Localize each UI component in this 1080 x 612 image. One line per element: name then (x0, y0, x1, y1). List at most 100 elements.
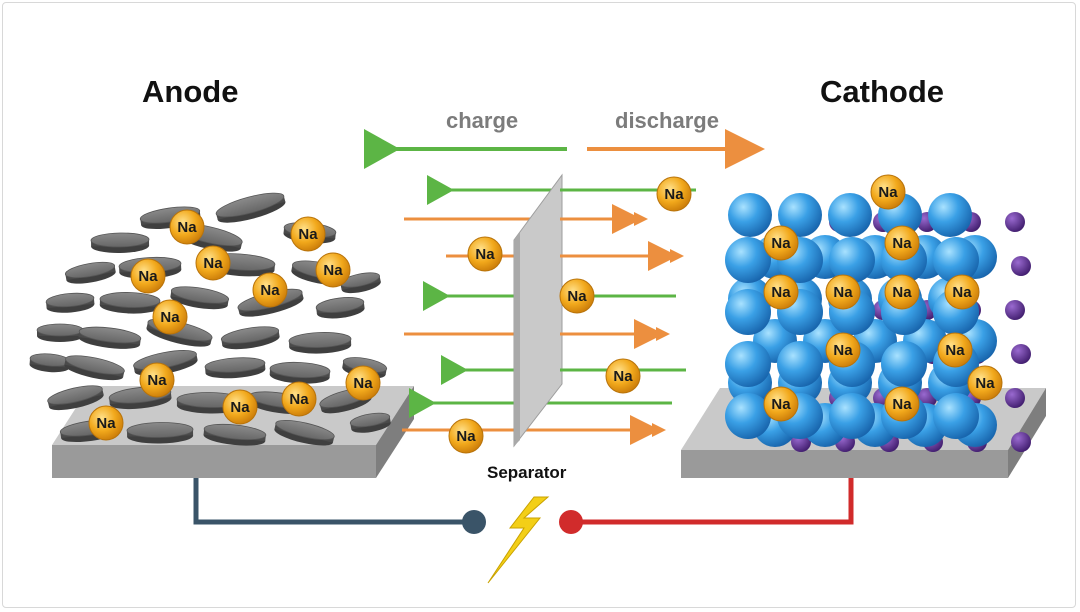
na-ion: Na (559, 278, 595, 314)
na-ion: Na (448, 418, 484, 454)
anode-flake (29, 353, 71, 373)
separator-membrane (513, 173, 563, 448)
na-ion-label: Na (96, 415, 116, 432)
na-ion-label: Na (323, 262, 343, 279)
na-ion: Na (195, 245, 231, 281)
cathode-sphere (933, 393, 979, 439)
cathode-sphere (777, 341, 823, 387)
separator-label: Separator (487, 463, 567, 482)
na-ion-label: Na (664, 186, 684, 203)
arrow-head (656, 327, 670, 341)
na-ion: Na (884, 386, 920, 422)
na-ion: Na (825, 274, 861, 310)
anode-flake (220, 326, 280, 350)
na-ion-label: Na (892, 396, 912, 413)
na-ion-label: Na (952, 284, 972, 301)
na-ion-label: Na (771, 396, 791, 413)
na-ion: Na (222, 389, 258, 425)
na-ion-label: Na (892, 284, 912, 301)
cathode-sphere (881, 341, 927, 387)
anode-flake (274, 420, 335, 446)
na-ion: Na (345, 365, 381, 401)
na-ion-label: Na (230, 399, 250, 416)
na-ion: Na (467, 236, 503, 272)
na-ion: Na (152, 299, 188, 335)
na-ion-label: Na (945, 342, 965, 359)
anode-flake (349, 412, 391, 433)
cathode-title: Cathode (820, 74, 944, 109)
anode-flake (204, 357, 266, 379)
anode-flake (47, 385, 104, 411)
na-ion: Na (169, 209, 205, 245)
anode-flake (339, 272, 381, 294)
na-ion: Na (290, 216, 326, 252)
na-ion-label: Na (298, 226, 318, 243)
na-ion-label: Na (613, 368, 633, 385)
cathode-small-sphere (1005, 300, 1025, 320)
external-circuit (193, 478, 854, 584)
na-ion-label: Na (353, 375, 373, 392)
na-ion-label: Na (975, 375, 995, 392)
na-ion: Na (656, 176, 692, 212)
na-ion-label: Na (833, 342, 853, 359)
na-ion: Na (88, 405, 124, 441)
anode-flake (45, 292, 95, 313)
na-ion-label: Na (456, 428, 476, 445)
anode-flake (99, 292, 161, 314)
na-ion-label: Na (771, 235, 791, 252)
na-ion: Na (763, 386, 799, 422)
anode-flake (78, 326, 142, 349)
cathode-sphere (725, 341, 771, 387)
arrow-head (634, 212, 648, 226)
na-ion-label: Na (177, 219, 197, 236)
anode-flake (215, 192, 286, 223)
lightning-bolt-icon (487, 496, 550, 584)
cathode-small-sphere (1005, 212, 1025, 232)
anode-flake (288, 332, 352, 354)
na-ion: Na (884, 274, 920, 310)
cathode-small-sphere (1011, 256, 1031, 276)
na-ion: Na (870, 174, 906, 210)
na-ion: Na (944, 274, 980, 310)
na-ion: Na (315, 252, 351, 288)
cathode-sphere (829, 237, 875, 283)
na-ion-label: Na (878, 184, 898, 201)
cathode-wire (578, 478, 854, 525)
cathode-small-sphere (1005, 388, 1025, 408)
anode-flake (170, 286, 230, 310)
arrow-head (670, 249, 684, 263)
cathode-small-sphere (1011, 344, 1031, 364)
anode-flake (36, 323, 84, 342)
na-ion-label: Na (567, 288, 587, 305)
anode-flake (315, 297, 365, 319)
na-ion: Na (252, 272, 288, 308)
na-ion-label: Na (289, 391, 309, 408)
na-ion-label: Na (260, 282, 280, 299)
na-ion-label: Na (160, 309, 180, 326)
na-ion: Na (825, 332, 861, 368)
na-ion: Na (139, 362, 175, 398)
anode-flake (64, 355, 125, 381)
cathode-sphere (829, 393, 875, 439)
cathode-sphere (933, 237, 979, 283)
na-ion-label: Na (475, 246, 495, 263)
anode-flake (64, 261, 116, 284)
na-ion-label: Na (138, 268, 158, 285)
anode-flake (203, 423, 267, 446)
na-ion: Na (937, 332, 973, 368)
anode-flake (269, 361, 331, 384)
na-ion: Na (130, 258, 166, 294)
cathode-sphere (725, 393, 771, 439)
discharge-label: discharge (615, 108, 719, 133)
cathode-sphere (778, 193, 822, 237)
na-ion-label: Na (147, 372, 167, 389)
na-ion: Na (763, 225, 799, 261)
charge-label: charge (446, 108, 519, 133)
na-ion-label: Na (833, 284, 853, 301)
anode-wire (193, 478, 468, 525)
cathode-sphere (928, 193, 972, 237)
anode-title: Anode (142, 74, 239, 109)
cathode-small-sphere (1011, 432, 1031, 452)
